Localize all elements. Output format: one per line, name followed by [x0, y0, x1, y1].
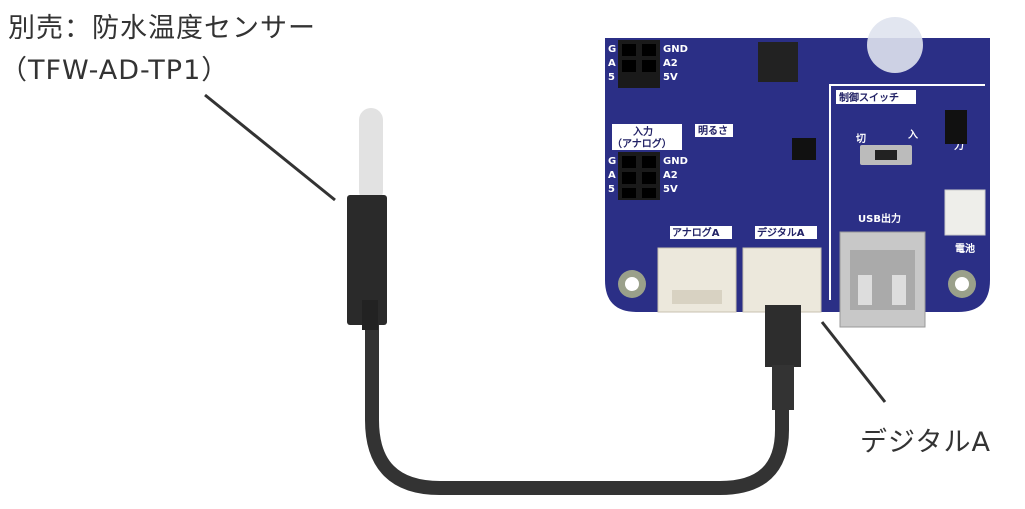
sensor-callout-line2: （TFW-AD-TP1） — [0, 55, 230, 86]
pin-label: 5V — [663, 184, 678, 195]
pin-letter: A — [608, 58, 616, 69]
sensor-callout-line1: 別売：防水温度センサー — [8, 13, 316, 44]
switch-on-label: 入 — [908, 129, 918, 141]
pin-label: GND — [663, 44, 688, 55]
digital-a-label: デジタルA — [757, 226, 805, 239]
pin-label: A2 — [663, 58, 678, 69]
port-leader-line — [820, 321, 887, 403]
pin-letter: 5 — [608, 184, 615, 195]
sensor-probe-tip — [359, 108, 383, 203]
pin-label: GND — [663, 156, 688, 167]
input-analog-label: （アナログ） — [612, 137, 672, 150]
sensor-cable — [365, 320, 789, 495]
sensor-board: GND A2 5V GND A2 5V G A 5 G A 5 入力 （アナログ… — [605, 17, 990, 328]
battery-connector — [944, 189, 986, 236]
analog-a-label: アナログA — [672, 226, 720, 239]
port-callout: デジタルA — [860, 427, 991, 458]
input-label: 入力 — [633, 125, 653, 138]
switch-off-label: 切 — [856, 133, 866, 145]
pin-letter: 5 — [608, 72, 615, 83]
usb-output-label: USB出力 — [858, 212, 901, 225]
sensor-body — [347, 195, 387, 325]
pin-letter: G — [608, 44, 616, 55]
sensor-leader-line — [204, 93, 336, 202]
temperature-sensor — [347, 108, 801, 495]
brightness-label: 明るさ — [698, 125, 728, 137]
microcontroller-chip — [758, 42, 798, 82]
digital-a-connector — [742, 247, 822, 313]
pin-label: A2 — [663, 170, 678, 181]
pin-label: 5V — [663, 72, 678, 83]
control-switch-label: 制御スイッチ — [839, 91, 899, 104]
pin-letter: G — [608, 156, 616, 167]
battery-label: 電池 — [955, 242, 975, 255]
pin-letter: A — [608, 170, 616, 181]
cable-plug — [765, 305, 801, 367]
